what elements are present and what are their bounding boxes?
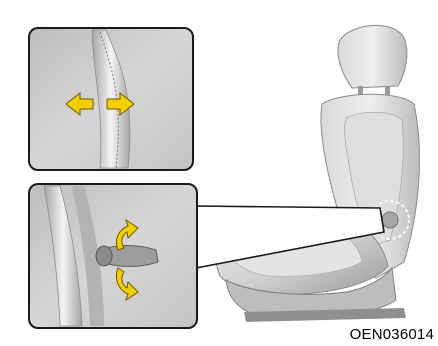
figure-code-label: OEN036014 (350, 327, 434, 343)
seat-headrest (338, 25, 407, 88)
lumbar-lever-hub (96, 246, 112, 266)
lumbar-knob (382, 212, 398, 228)
lumbar-support-inset (29, 28, 193, 170)
lumbar-knob-inset (29, 184, 197, 328)
car-seat (216, 25, 420, 322)
